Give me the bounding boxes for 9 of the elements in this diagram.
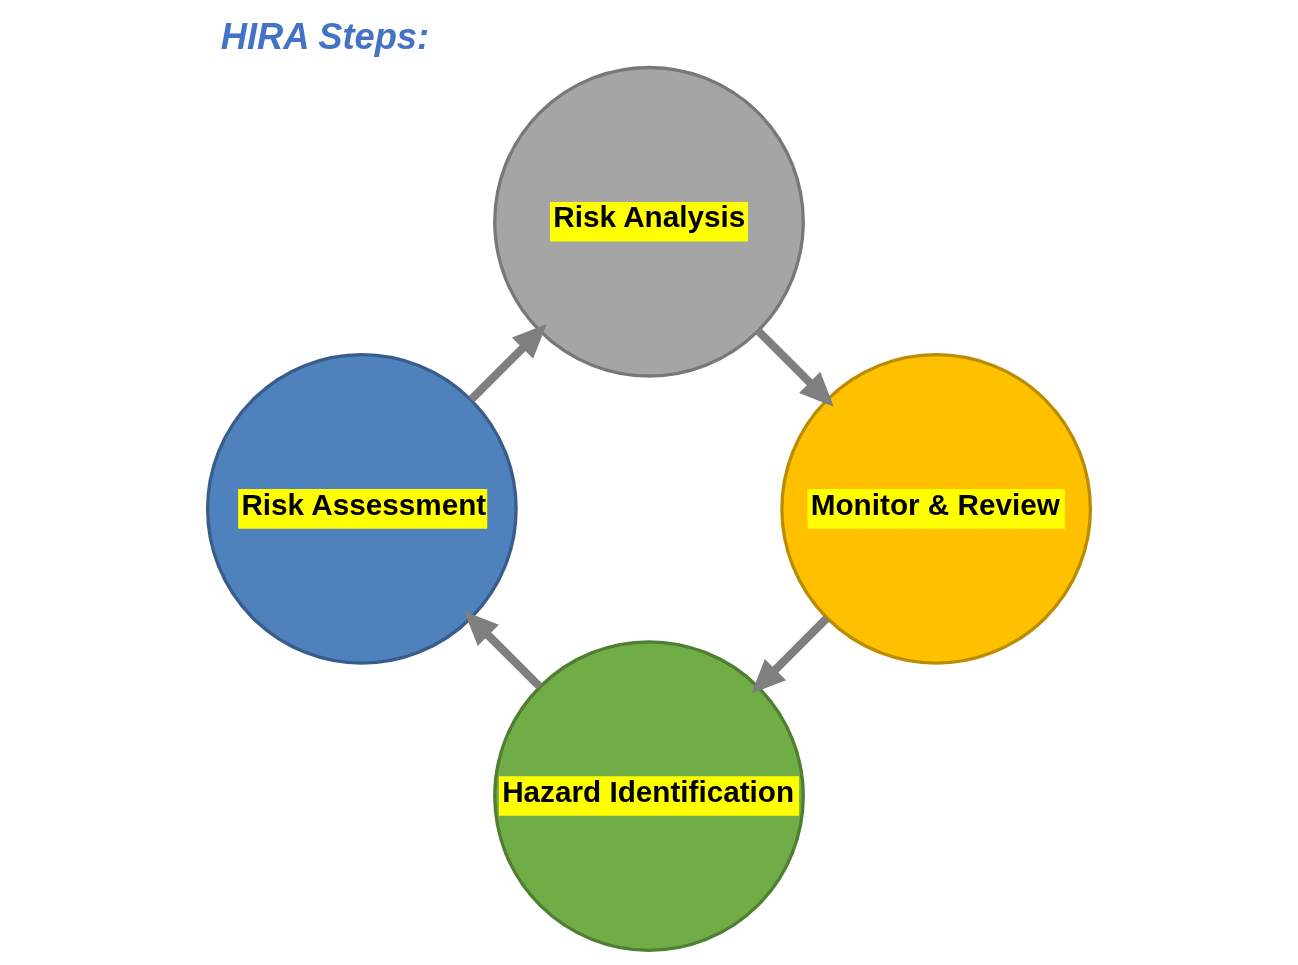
node-circle: Hazard Identification	[493, 640, 805, 952]
diagram-title: HIRA Steps:	[220, 15, 430, 57]
arrow	[755, 328, 834, 407]
node-circle: Monitor & Review	[780, 353, 1093, 665]
node-circle: Risk Analysis	[493, 65, 805, 378]
arrow	[464, 611, 543, 690]
node-circle: Risk Assessment	[205, 353, 518, 665]
arrow	[751, 615, 830, 694]
arrow	[468, 324, 547, 403]
